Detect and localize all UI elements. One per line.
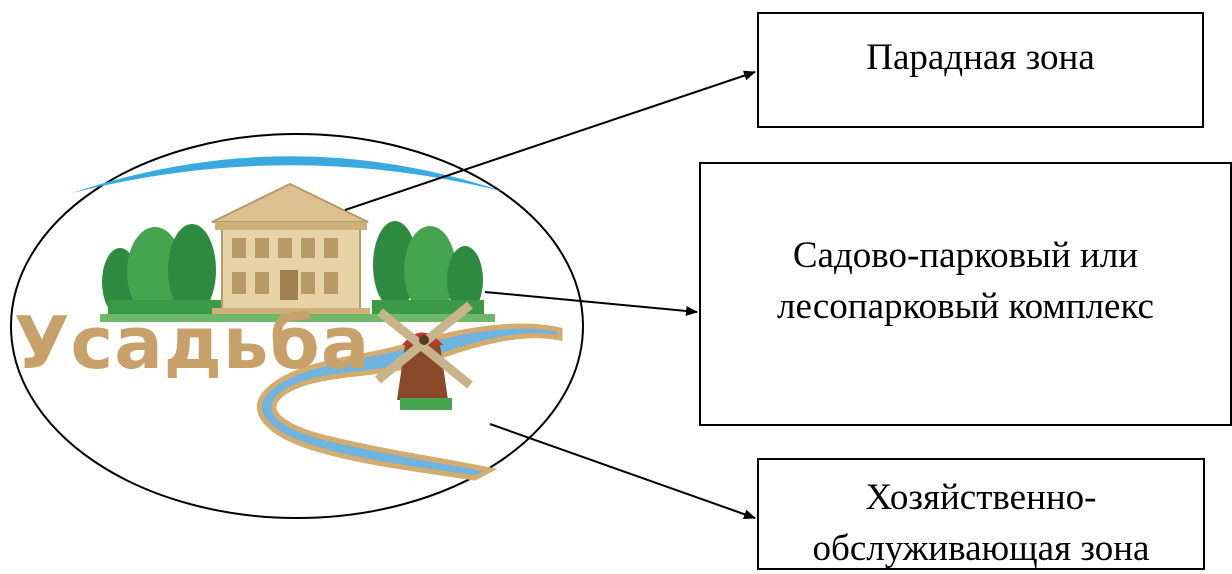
- service-zone-label-line-2: обслуживающая зона: [812, 528, 1150, 570]
- park-complex-label-line-2: лесопарковый комплекс: [777, 286, 1154, 328]
- windmill-icon: [375, 301, 473, 410]
- arrow-to-service-zone: [489, 423, 756, 520]
- park-complex-box: Садово-парковый или лесопарковый комплек…: [699, 162, 1232, 426]
- formal-zone-box: Парадная зона: [757, 12, 1204, 128]
- service-zone-label-line-1: Хозяйственно-: [865, 477, 1097, 518]
- river-icon: [256, 323, 563, 481]
- formal-zone-label: Парадная зона: [866, 37, 1095, 78]
- logo-wordmark: Усадьба: [14, 301, 370, 385]
- ground-strip: [100, 314, 495, 322]
- estate-logo: Усадьба: [10, 133, 584, 519]
- park-complex-label-line-1: Садово-парковый или: [792, 235, 1139, 276]
- trees-left: [102, 224, 228, 317]
- manor-house-icon: [211, 182, 370, 316]
- arrow-to-park-complex: [484, 291, 698, 316]
- sky-arc: [72, 156, 505, 193]
- service-zone-box: Хозяйственно- обслуживающая зона: [757, 458, 1205, 570]
- arrow-to-formal-zone: [344, 70, 756, 211]
